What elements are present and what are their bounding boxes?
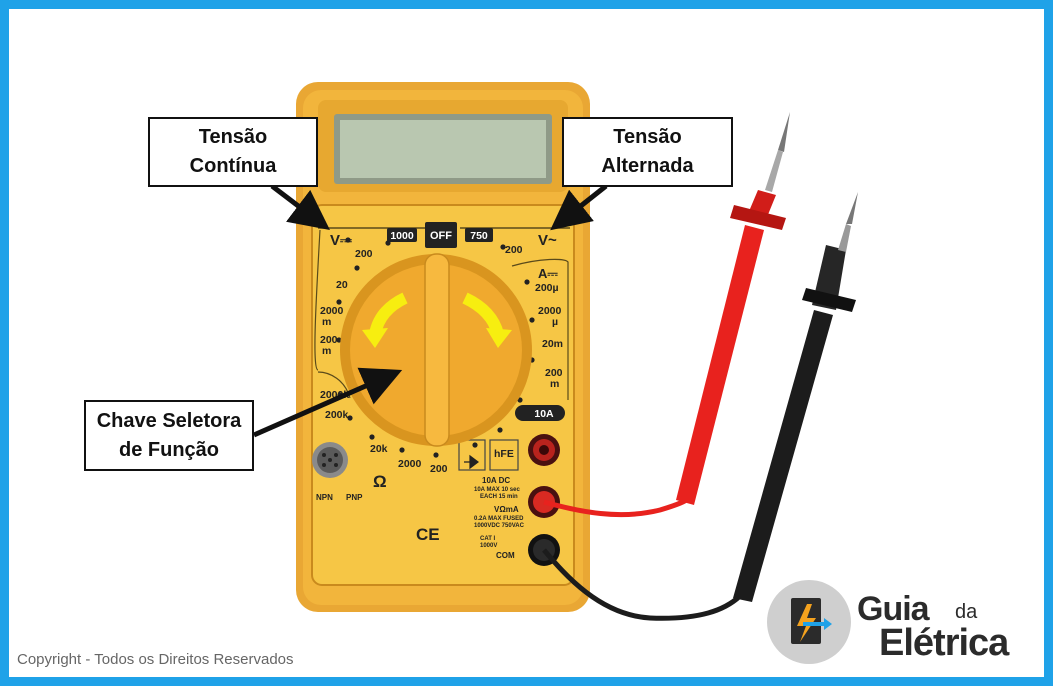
amp-range-2000u: 2000	[538, 305, 562, 317]
ohm-range-200: 200	[430, 463, 448, 475]
brand-word-eletrica: Elétrica	[879, 622, 1009, 664]
callout-function-selector: Chave Seletora de Função	[84, 400, 254, 471]
dcv-range-200m-unit: m	[322, 345, 331, 357]
transistor-socket	[312, 442, 348, 478]
npn-label: NPN	[316, 493, 333, 502]
amp-label: A⎓	[538, 266, 558, 281]
ohm-range-200k: 200k	[325, 409, 349, 421]
jack-vma-line2: 0.2A MAX FUSED	[474, 516, 524, 522]
range-750-badge: 750	[470, 230, 488, 242]
brand-word-guia: Guia	[857, 590, 930, 628]
ohm-range-20k: 20k	[370, 443, 388, 455]
jack-vma-line1: VΩmA	[494, 505, 519, 514]
acv-range-200: 200	[505, 244, 523, 256]
jack-10a-line2: 10A MAX 10 sec	[474, 487, 520, 493]
dcv-range-2000m: 2000	[320, 305, 344, 317]
dcv-range-200m: 200	[320, 334, 338, 346]
red-probe	[543, 112, 790, 518]
cat-label-line2: 1000V	[480, 543, 497, 549]
callout-dc-line2: Contínua	[189, 155, 277, 177]
ce-mark: CE	[416, 525, 440, 544]
amp-range-2000u-unit: µ	[552, 316, 558, 328]
black-probe	[542, 192, 858, 621]
hfe-label: hFE	[494, 448, 514, 460]
ohm-range-2000: 2000	[398, 458, 422, 470]
rotary-selector-dial	[340, 253, 532, 447]
dcv-label: V⎓	[330, 232, 352, 249]
ohm-symbol: Ω	[373, 472, 387, 491]
amp-range-200m: 200	[545, 367, 563, 379]
brand-word-da: da	[955, 601, 978, 623]
dcv-range-200: 200	[355, 248, 373, 260]
callout-selector-line1: Chave Seletora	[96, 409, 242, 432]
amp-range-200m-unit: m	[550, 378, 559, 390]
com-label: COM	[496, 551, 515, 560]
range-1000-badge: 1000	[390, 230, 414, 242]
brand-logo-icon	[767, 580, 851, 664]
jack-10a-line3: EACH 15 min	[480, 494, 518, 500]
callout-ac-line2: Alternada	[601, 155, 694, 177]
callout-dc-line1: Tensão	[198, 126, 268, 148]
copyright-text: Copyright - Todos os Direitos Reservados	[17, 651, 294, 668]
lcd-display	[334, 114, 552, 184]
callout-arrow-dc	[270, 184, 330, 231]
jack-10a	[528, 434, 560, 466]
off-label: OFF	[430, 230, 452, 242]
dcv-range-2000m-unit: m	[322, 316, 331, 328]
callout-arrow-selector	[252, 367, 403, 438]
callout-selector-line2: de Função	[118, 438, 219, 461]
amp-range-200u: 200µ	[535, 282, 559, 294]
callout-ac-line1: Tensão	[613, 126, 682, 148]
pnp-label: PNP	[346, 493, 363, 502]
callout-alternating-voltage: Tensão Alternada	[562, 117, 733, 187]
diode-icon	[464, 454, 479, 470]
callout-direct-voltage: Tensão Contínua	[148, 117, 318, 187]
acv-label: V~	[538, 232, 557, 249]
jack-vma-line3: 1000VDC 750VAC	[474, 523, 525, 529]
ten-amp-badge: 10A	[534, 408, 554, 420]
amp-range-20m: 20m	[542, 338, 563, 350]
jack-10a-line1: 10A DC	[482, 476, 510, 485]
cat-label-line1: CAT I	[480, 536, 496, 542]
callout-arrow-ac	[550, 184, 608, 231]
dcv-range-20: 20	[336, 279, 348, 291]
